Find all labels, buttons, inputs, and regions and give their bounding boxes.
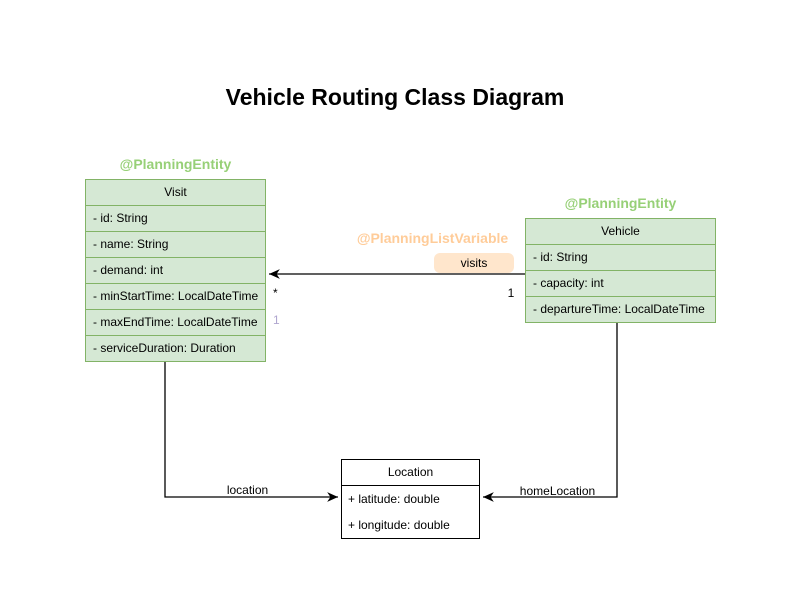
vehicle-class-name: Vehicle [601, 224, 640, 238]
location-class-box: Location + latitude: double + longitude:… [341, 459, 480, 539]
visits-secondary-marker: 1 [273, 313, 280, 327]
location-class-name: Location [387, 465, 434, 479]
vehicle-attribute: - id: String [526, 244, 715, 270]
visit-attribute: - id: String [86, 205, 265, 231]
visit-attribute: - maxEndTime: LocalDateTime [86, 309, 265, 335]
vehicle-class-box: Vehicle - id: String - capacity: int - d… [525, 218, 716, 323]
diagram-title: Vehicle Routing Class Diagram [225, 84, 565, 110]
visit-attribute: - serviceDuration: Duration [86, 335, 265, 361]
location-association-line [164, 361, 338, 502]
visits-multiplicity-one: 1 [507, 286, 515, 300]
visit-class-box: Visit - id: String - name: String - dema… [85, 179, 266, 362]
location-attribute: + latitude: double [348, 492, 440, 506]
vehicle-attribute: - capacity: int [526, 270, 715, 296]
location-association-label: location [226, 483, 269, 497]
vehicle-planning-entity-annotation: @PlanningEntity [564, 195, 677, 211]
visit-attribute: - minStartTime: LocalDateTime [86, 283, 265, 309]
visit-class-name: Visit [164, 185, 187, 199]
planning-list-variable-annotation: @PlanningListVariable [356, 230, 509, 246]
homelocation-association-label: homeLocation [519, 484, 596, 498]
location-attribute: + longitude: double [348, 518, 450, 532]
visit-attribute: - name: String [86, 231, 265, 257]
visit-attribute: - demand: int [86, 257, 265, 283]
visits-multiplicity-star: * [273, 286, 278, 300]
vehicle-attribute: - departureTime: LocalDateTime [526, 296, 715, 322]
homelocation-association-line [483, 322, 618, 502]
visit-planning-entity-annotation: @PlanningEntity [119, 156, 232, 172]
visits-association-label: visits [434, 253, 514, 273]
location-attributes-compartment: + latitude: double + longitude: double [342, 485, 479, 538]
